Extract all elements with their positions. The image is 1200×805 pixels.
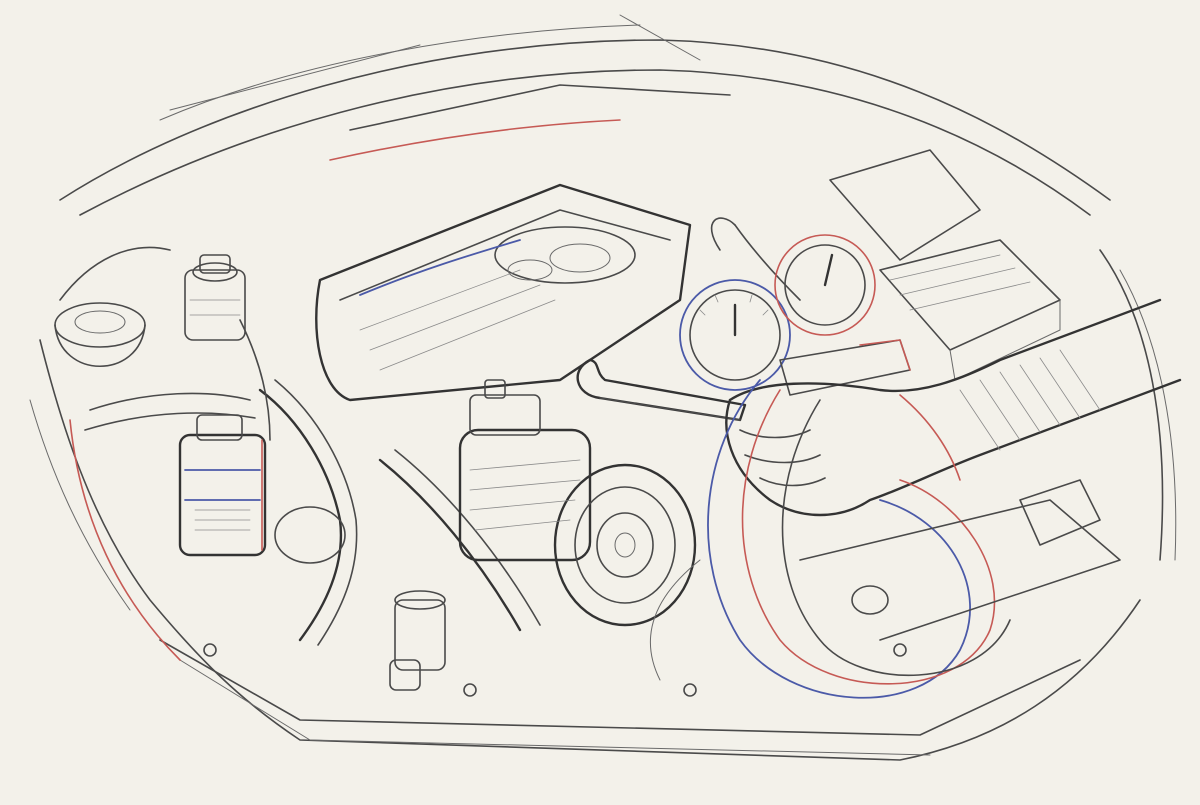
bolts: [203, 643, 907, 697]
strut-tower: [54, 302, 146, 368]
wrench-icon: [576, 358, 747, 422]
ac-compressor: [458, 379, 697, 627]
gauge-hoses: [649, 379, 1011, 699]
car-body-outline: [29, 246, 1177, 761]
gloved-hand: [725, 298, 1182, 517]
engine-cover: [315, 183, 692, 402]
fluid-reservoir: [184, 254, 246, 341]
high-side-gauge-icon: [774, 234, 876, 336]
raised-hood: [59, 14, 1111, 216]
refrigerant-oil-bottle: [178, 414, 267, 557]
filter-canister: [274, 506, 446, 691]
manifold-gauge-set: [679, 217, 911, 396]
fuse-box: [829, 149, 1061, 381]
low-side-gauge-icon: [679, 279, 791, 391]
radiator-support: [799, 479, 1121, 641]
